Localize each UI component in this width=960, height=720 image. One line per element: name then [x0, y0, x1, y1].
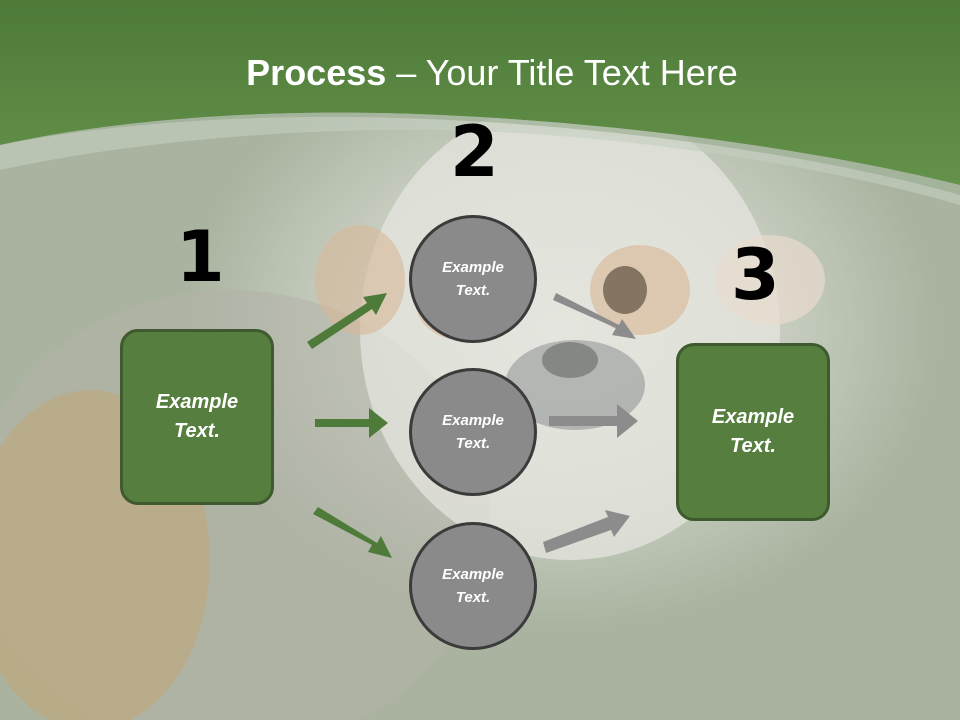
header-swoosh-light — [0, 116, 960, 205]
arrow-bottom-to-right — [543, 510, 630, 553]
process-circle-middle: Example Text. — [409, 368, 537, 496]
step-number-2: 2 — [450, 111, 499, 193]
process-box-left-text: Example Text. — [155, 391, 239, 442]
arrow-left-to-top — [307, 293, 387, 349]
monkey-eye — [603, 266, 647, 314]
process-circle-bottom-text: Example Text. — [442, 566, 504, 606]
monkey-muzzle — [505, 340, 645, 430]
header-band — [0, 0, 960, 185]
arrow-left-to-middle — [315, 408, 388, 438]
monkey-nose — [542, 342, 598, 378]
slide-title: Process – Your Title Text Here — [0, 52, 960, 94]
arrow-left-to-bottom — [313, 507, 392, 558]
step-number-1: 1 — [176, 216, 225, 298]
process-box-right-text: Example Text. — [711, 406, 795, 457]
monkey-ear-right — [715, 235, 825, 325]
arrow-middle-to-right — [549, 404, 638, 438]
process-box-left: Example Text. — [120, 329, 274, 505]
process-circle-top: Example Text. — [409, 215, 537, 343]
process-circle-middle-text: Example Text. — [442, 412, 504, 452]
process-box-right: Example Text. — [676, 343, 830, 521]
arrow-top-to-right — [553, 293, 636, 339]
title-rest: – Your Title Text Here — [386, 52, 738, 93]
process-circle-bottom: Example Text. — [409, 522, 537, 650]
title-bold: Process — [246, 52, 387, 93]
monkey-ear-left — [315, 225, 405, 335]
process-circle-top-text: Example Text. — [442, 259, 504, 299]
step-number-3: 3 — [731, 234, 780, 316]
